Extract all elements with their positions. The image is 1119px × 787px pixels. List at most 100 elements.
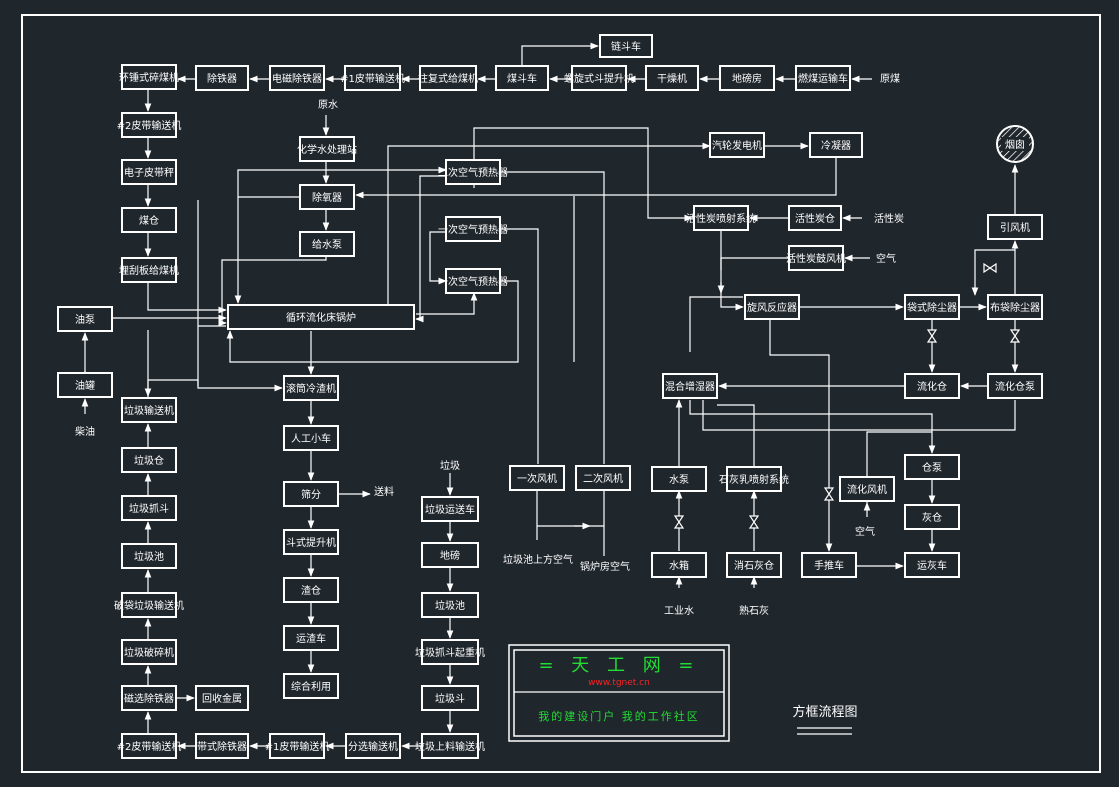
process-box-label: 破袋垃圾输送机 [114,599,184,612]
process-box-label: 垃圾抓斗起重机 [415,646,485,659]
process-box-qilun-fadianji: 汽轮发电机 [709,132,765,158]
process-box-chuhuoqi: 除铁器 [195,65,249,91]
process-box-yunzha-che: 运渣车 [283,625,339,651]
brand-slogan: 我的建设门户 我的工作社区 [538,709,700,723]
process-box-shoutui-che: 手推车 [801,552,857,578]
process-box-label: 二次风机 [583,472,623,485]
flow-line [355,157,837,199]
flow-line [387,142,711,305]
flow-line [720,282,744,311]
process-box-label: 链斗车 [611,40,641,53]
process-box-label: 燃煤运输车 [798,72,848,85]
flow-line [429,231,447,285]
process-box-shihui-cang: 消石灰仓 [726,552,782,578]
process-box-label: 消石灰仓 [734,559,774,572]
process-box-yici-fengji: 一次风机 [509,465,565,491]
process-box-label: 水泵 [669,474,689,486]
process-box-label: 垃圾运送车 [425,503,475,516]
process-box-label: 手推车 [814,559,844,572]
flow-line [720,257,789,270]
flow-line [226,280,519,363]
process-box-lengning-qi: 冷凝器 [809,132,863,158]
flow-line [536,490,605,527]
flow-line [500,171,605,464]
process-box-shaoshi-nianji: 环锤式碎煤机 [119,64,179,90]
process-box-laji-shusong-left: 垃圾输送机 [121,397,177,423]
process-box-cixuan-chutie: 磁选除铁器 [121,685,177,711]
process-box-label: 滚筒冷渣机 [286,382,336,395]
drawing-title-block: 方框流程图 [792,704,858,735]
process-box-label: 给水泵 [312,238,342,251]
process-box-label: 干燥机 [657,72,687,85]
process-box-meicang: 煤仓 [121,207,177,233]
input-label-kongqi2: 空气 [855,525,875,538]
valve-icon [823,487,835,501]
process-box-pidai1-bot: #1皮带输送机 [265,733,329,759]
process-box-youbeng: 油泵 [57,306,113,332]
process-box-label: 运渣车 [296,632,326,645]
process-box-hunhe-zhisheng: 混合增湿器 [662,373,718,399]
input-label-huoxingtan: 活性炭 [874,212,904,225]
process-box-dianzi-pidai: 电子皮带秤 [121,159,177,185]
flow-line [521,42,599,66]
input-label-songliao: 送料 [374,485,394,498]
process-box-label: 分选输送机 [348,740,398,753]
process-box-label: 垃圾池 [435,599,465,612]
process-box-label: 混合增湿器 [665,380,715,393]
flow-line [416,292,478,315]
process-box-label: 磁选除铁器 [124,692,174,705]
process-box-geishi-geimei: 埋刮板给煤机 [119,257,179,283]
process-box-label: #1皮带输送机 [340,72,405,85]
drawing-frame [21,14,1101,773]
process-box-lajichi-mid: 垃圾池 [421,592,479,618]
input-label-yuanshui: 原水 [318,99,338,111]
process-box-label: 回收金属 [202,692,242,705]
process-box-label: 油罐 [75,379,95,392]
valve-icon [748,515,760,529]
process-box-zaiyan-chang: 地磅房 [719,65,775,91]
drawing-title: 方框流程图 [792,704,857,720]
process-box-label: 仓泵 [922,461,942,474]
process-box-shuibeng: 水泵 [651,466,707,492]
process-box-label: 垃圾破碎机 [124,646,174,659]
process-box-label: 流化仓泵 [995,380,1035,393]
brand-stamp: = 天 工 网 = www.tgnet.cn 我的建设门户 我的工作社区 [508,644,730,742]
process-box-dianci-chuzhi: 电磁除铁器 [269,65,325,91]
process-box-pozha-laji: 破袋垃圾输送机 [114,592,184,618]
process-box-huishou-jinshu: 回收金属 [195,685,249,711]
process-boxes: 链斗车环锤式碎煤机除铁器电磁除铁器#1皮带输送机往复式给煤机煤斗车螺旋式斗提升机… [57,34,1043,759]
chimney-label: 烟囱 [1005,138,1025,151]
process-box-label: 除铁器 [207,72,237,85]
process-box-zhacang: 渣仓 [283,577,339,603]
process-box-label: 垃圾上料输送机 [415,740,485,753]
process-box-liuhua-cang: 流化仓 [904,373,960,399]
process-box-label: 冷凝器 [821,139,851,152]
process-box-label: 灰仓 [922,511,942,524]
process-box-laji-cang: 垃圾仓 [121,447,177,473]
flow-line [971,249,1015,296]
process-box-label: 二次空气预热器 [438,166,508,179]
valve-icon [926,329,938,343]
process-box-fenxuan-shusong: 分选输送机 [345,733,401,759]
process-box-liuhua-huibeng: 流化仓泵 [987,373,1043,399]
process-box-erci-fengji: 二次风机 [575,465,631,491]
process-box-label: 活性炭喷射系统 [686,212,756,225]
process-box-label: 螺旋式斗提升机 [564,72,634,85]
process-box-label: 除氧器 [312,191,342,204]
input-label-yuanmei: 原煤 [880,72,900,85]
process-box-geishui-beng: 给水泵 [299,231,355,257]
process-box-ganzaoji: 干燥机 [645,65,699,91]
process-box-label: 一次空气预热器 [438,275,508,288]
process-box-jieneng-chuchen: 布袋除尘器 [987,294,1043,320]
valve-icon [983,262,997,274]
flow-lines [81,42,1021,750]
process-box-label: 旋风反应器 [747,301,797,314]
process-box-label: 袋式除尘器 [907,301,957,314]
process-box-luoxuan-shusong: 螺旋式斗提升机 [564,65,634,91]
input-label-laji-kongqi: 垃圾池上方空气 [503,553,573,566]
process-box-label: 埋刮板给煤机 [119,264,179,277]
process-box-laji-poji: 垃圾破碎机 [121,639,177,665]
process-box-dou-tisheng: 斗式提升机 [283,529,339,555]
process-box-yinfengji: 引风机 [987,214,1043,240]
flow-line [473,127,693,222]
